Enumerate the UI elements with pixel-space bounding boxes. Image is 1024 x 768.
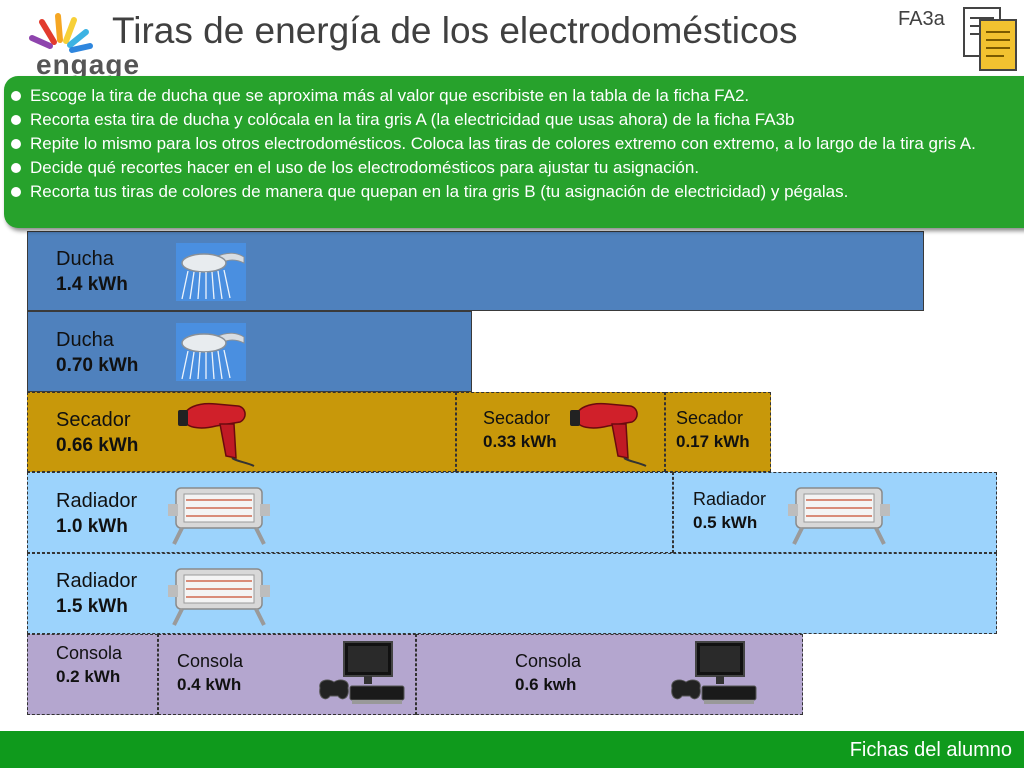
strip-value: 0.6 kwh: [515, 675, 577, 694]
strip-ducha-1[interactable]: Ducha 1.4 kWh: [27, 231, 924, 311]
strip-name: Ducha: [56, 329, 114, 351]
instruction-item: Repite lo mismo para los otros electrodo…: [8, 132, 1024, 156]
game-console-icon: [319, 641, 405, 704]
strip-value: 0.66 kWh: [56, 435, 139, 456]
page-title: Tiras de energía de los electrodoméstico…: [112, 10, 798, 51]
game-console-icon: [671, 641, 757, 704]
strip-value: 1.5 kWh: [56, 596, 128, 617]
strip-name: Secador: [676, 408, 744, 428]
strip-name: Secador: [56, 409, 131, 431]
shower-icon: [176, 243, 246, 301]
strip-value: 0.2 kWh: [56, 667, 121, 686]
strip-secador-3[interactable]: Secador 0.17 kWh: [665, 392, 771, 472]
strip-name: Consola: [177, 651, 244, 671]
instruction-item: Recorta tus tiras de colores de manera q…: [8, 180, 1024, 204]
strip-name: Radiador: [56, 490, 138, 512]
strip-name: Consola: [515, 651, 582, 671]
strip-radiador-2[interactable]: Radiador 0.5 kWh: [673, 472, 997, 553]
heater-icon: [788, 487, 890, 545]
sheet-code: FA3a: [898, 8, 945, 30]
strip-consola-1[interactable]: Consola 0.2 kWh: [27, 634, 158, 715]
instruction-item: Decide qué recortes hacer en el uso de l…: [8, 156, 1024, 180]
instruction-item: Recorta esta tira de ducha y colócala en…: [8, 108, 1024, 132]
footer-label: Fichas del alumno: [849, 739, 1012, 761]
strip-value: 0.17 kWh: [676, 432, 750, 451]
strip-value: 0.5 kWh: [693, 513, 758, 532]
strip-value: 0.4 kWh: [177, 675, 242, 694]
strip-name: Consola: [56, 643, 123, 663]
instructions-list: Escoge la tira de ducha que se aproxima …: [8, 84, 1024, 204]
engage-logo: engage: [29, 13, 140, 78]
footer-bar: Fichas del alumno: [0, 731, 1024, 768]
strip-ducha-2[interactable]: Ducha 0.70 kWh: [27, 311, 472, 392]
instructions-callout: [4, 76, 1024, 228]
strip-radiador-1[interactable]: Radiador 1.0 kWh: [27, 472, 673, 553]
strip-secador-1[interactable]: Secador 0.66 kWh: [27, 392, 456, 472]
document-stack-icon: [963, 7, 1017, 71]
strip-name: Ducha: [56, 248, 114, 270]
hair-dryer-icon: [178, 402, 255, 467]
strip-name: Secador: [483, 408, 551, 428]
strip-value: 1.0 kWh: [56, 516, 128, 537]
strip-value: 0.70 kWh: [56, 355, 139, 376]
hair-dryer-icon: [570, 402, 647, 467]
strip-name: Radiador: [56, 570, 138, 592]
shower-icon: [176, 323, 246, 381]
strip-name: Radiador: [693, 489, 767, 509]
instruction-item: Escoge la tira de ducha que se aproxima …: [8, 84, 1024, 108]
heater-icon: [168, 487, 270, 545]
strip-value: 1.4 kWh: [56, 274, 128, 295]
strip-value: 0.33 kWh: [483, 432, 557, 451]
heater-icon: [168, 568, 270, 626]
logo-text: engage: [36, 49, 140, 78]
